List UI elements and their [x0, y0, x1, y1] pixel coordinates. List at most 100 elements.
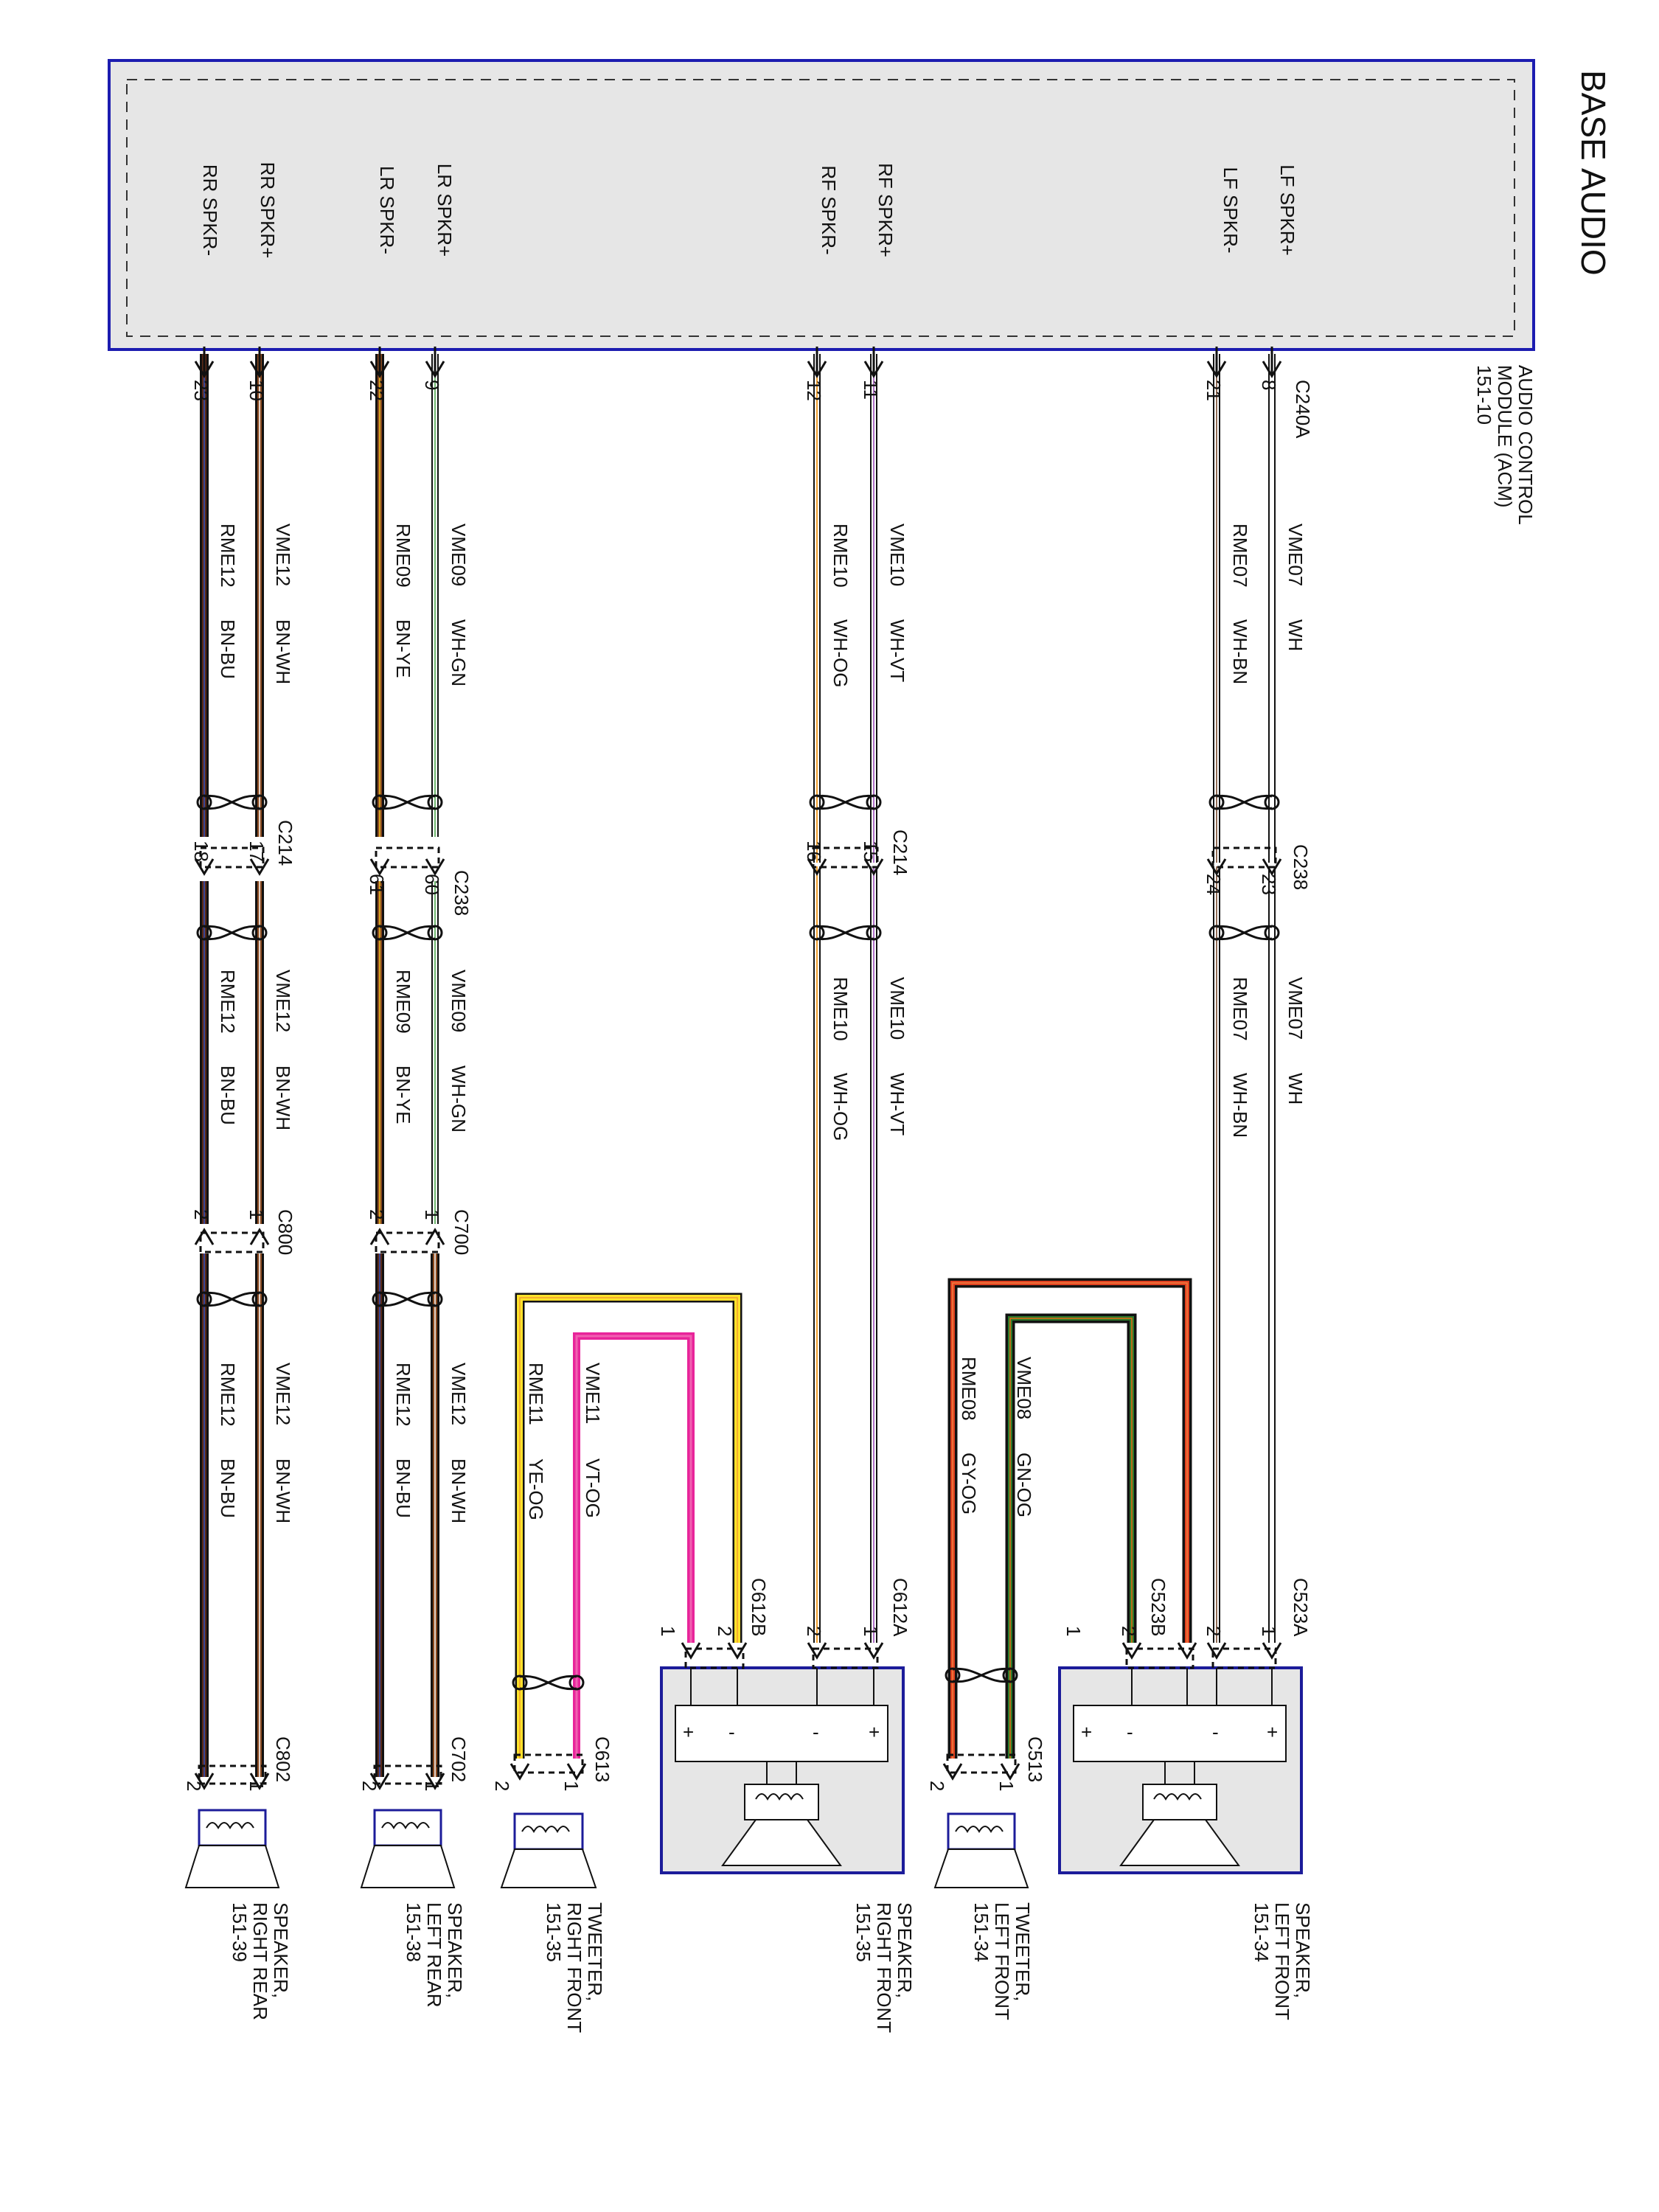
arrow-icon	[369, 1228, 445, 1245]
wire-color-label: WH	[1284, 1073, 1307, 1105]
device-label-line: SPEAKER,	[270, 1902, 292, 1998]
terminal-sign: -	[813, 1721, 819, 1743]
wire-circuit-label: RME12	[392, 1363, 414, 1427]
arrow-icon	[369, 858, 445, 876]
device-label-line: 151-34	[1251, 1902, 1273, 1962]
module-label-line2: MODULE (ACM)	[1494, 365, 1516, 508]
front-connector-labels: C523A 1 2 C523B 2 1 C612A 1 2 C612B 2 1	[657, 1578, 1312, 1637]
wire-color-label: YE-OG	[525, 1458, 547, 1520]
terminal-sign: +	[1081, 1721, 1092, 1743]
wire-color-label: WH-VT	[886, 1073, 908, 1135]
pin-number: 2	[1118, 1626, 1140, 1636]
twist-icon	[512, 1674, 585, 1691]
arrow-icon	[1206, 347, 1227, 378]
tweeter-cone-icon	[500, 1848, 597, 1888]
pin-number: 2	[1203, 1626, 1225, 1636]
device-label-line: LEFT REAR	[423, 1902, 445, 2008]
wire-color-label: BN-YE	[392, 1065, 414, 1124]
speaker-left-rear: C702 1 2	[358, 1736, 470, 1888]
speaker-cone-icon	[360, 1845, 456, 1888]
wire-circuit-label: VME08	[1013, 1357, 1035, 1419]
speaker-cone-icon	[184, 1845, 280, 1888]
twist-icon	[196, 1291, 268, 1307]
wire-color-label: WH-OG	[830, 1073, 852, 1141]
pin-number: 12	[803, 380, 825, 401]
twist-icon	[372, 1291, 443, 1307]
audio-control-module-box	[108, 59, 1535, 351]
signal-label: RR SPKR-	[199, 164, 221, 256]
wire-color-label: WH-BN	[1229, 1073, 1251, 1138]
terminal-sign: -	[728, 1721, 735, 1743]
wire-circuit-label: RME09	[392, 524, 414, 588]
pin-number: 23	[190, 380, 212, 401]
device-label-line: RIGHT FRONT	[873, 1902, 895, 2033]
twist-icon	[196, 794, 268, 810]
wire-color-label: WH-GN	[448, 1065, 470, 1133]
tweeter-left-front: C513 1 2	[926, 1736, 1046, 1888]
tweeter-magnet	[513, 1812, 584, 1851]
pin-number: 2	[366, 1209, 388, 1220]
wire-color-label: BN-WH	[272, 619, 294, 684]
connector-label: C240A	[1292, 380, 1314, 439]
twist-icon	[809, 925, 882, 941]
speaker-cone-icon	[721, 1819, 842, 1866]
connector-label: C513	[1024, 1736, 1046, 1782]
wire-circuit-label: RME12	[217, 970, 239, 1034]
arrow-icon	[1206, 1642, 1282, 1660]
connector-label: C612A	[889, 1578, 911, 1637]
pin-number: 15	[860, 841, 882, 862]
arrow-icon	[942, 1763, 1020, 1781]
pin-number: 1	[657, 1626, 679, 1636]
module-label: AUDIO CONTROL MODULE (ACM) 151-10	[1473, 365, 1537, 525]
module-label-line3: 151-10	[1473, 365, 1495, 425]
device-label-line: SPEAKER,	[1292, 1902, 1314, 1998]
module-pin-arrows	[194, 347, 1282, 378]
twist-icon	[372, 925, 443, 941]
wire-circuit-label: RME12	[217, 524, 239, 588]
tweeter-right-front: C613 1 2	[491, 1736, 613, 1888]
pin-number: 17	[246, 841, 268, 862]
channel-right-rear	[200, 354, 264, 1777]
device-label-line: LEFT FRONT	[1271, 1902, 1293, 2020]
wire-circuit-label: VME10	[886, 524, 908, 586]
speaker-magnet	[744, 1784, 819, 1820]
arrow-icon	[807, 1642, 884, 1660]
terminal-sign: -	[1127, 1721, 1133, 1743]
twist-icon	[945, 1667, 1018, 1683]
tweeter-magnet	[947, 1812, 1016, 1851]
module-label-line1: AUDIO CONTROL	[1514, 365, 1537, 525]
connector-label: C238	[1290, 844, 1312, 890]
wire-circuit-label: VME12	[272, 524, 294, 586]
tweeter-cone-icon	[933, 1848, 1029, 1888]
connector-label: C800	[274, 1209, 296, 1255]
speaker-magnet	[373, 1809, 442, 1847]
seg3-wire-labels: VME12 BN-WH RME12 BN-BU VME12 BN-WH RME1…	[217, 1363, 470, 1523]
pin-number: 60	[421, 874, 443, 895]
wire-color-label: BN-WH	[272, 1065, 294, 1130]
signal-label: RF SPKR+	[874, 163, 897, 257]
arrow-icon	[807, 858, 884, 876]
terminal-sign: +	[683, 1721, 694, 1743]
speaker-magnet	[198, 1809, 267, 1847]
pin-number: 2	[358, 1781, 380, 1791]
speaker-magnet	[1142, 1784, 1217, 1820]
pin-number: 61	[366, 874, 388, 895]
wire-circuit-label: VME12	[448, 1363, 470, 1425]
connector-label: C523A	[1290, 1578, 1312, 1637]
module-signal-labels: LF SPKR+ LF SPKR- RF SPKR+ RF SPKR- LR S…	[199, 162, 1298, 259]
wire-color-label: WH	[1284, 619, 1307, 651]
twist-icon	[372, 794, 443, 810]
wire-color-label: BN-BU	[217, 619, 239, 679]
title-group: BASE AUDIO	[1574, 70, 1613, 276]
arrow-icon	[369, 347, 390, 378]
tweeter-left-front-wires	[947, 1278, 1192, 1759]
channel-left-front	[1213, 354, 1276, 1643]
wire-circuit-label: RME10	[830, 977, 852, 1041]
arrow-icon	[249, 347, 270, 378]
wire-color-label: BN-WH	[272, 1458, 294, 1523]
signal-label: LF SPKR+	[1276, 164, 1298, 256]
pin-number: 1	[421, 1781, 443, 1791]
terminal-sign: +	[1267, 1721, 1278, 1743]
pin-number: 2	[714, 1626, 736, 1636]
